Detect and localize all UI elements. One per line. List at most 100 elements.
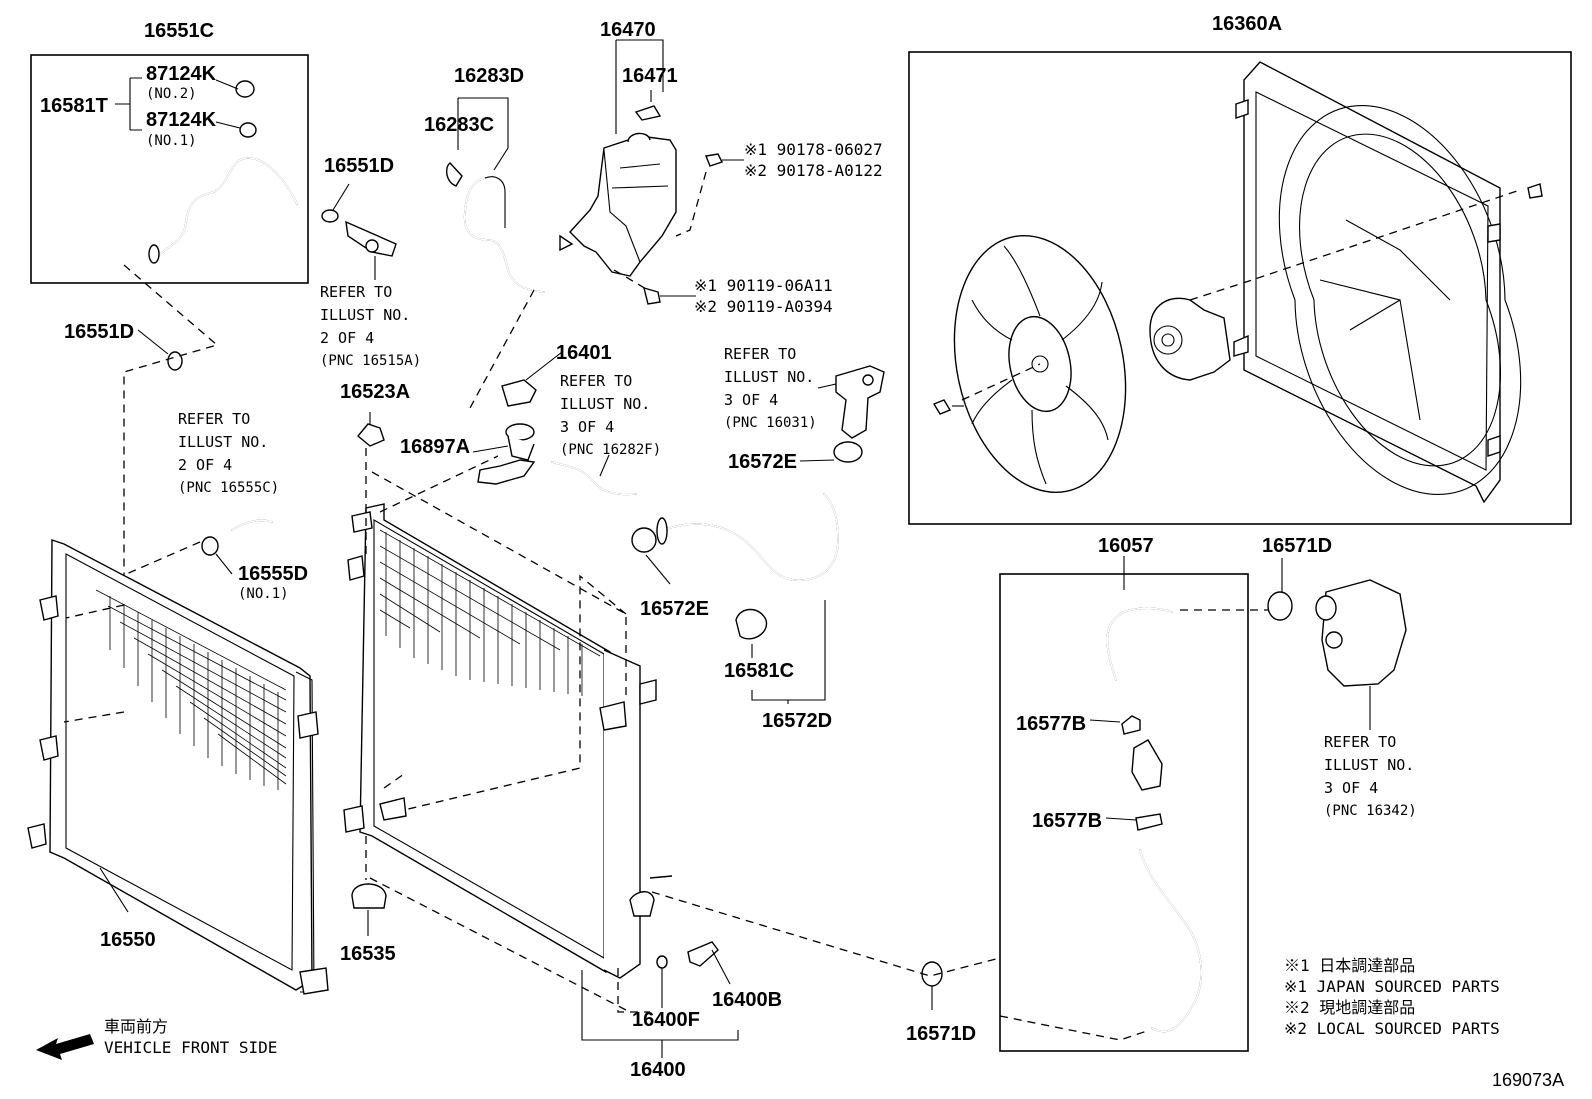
label-16571d-lower: 16571D — [906, 1023, 976, 1045]
ref4-line2: ILLUST NO. — [178, 433, 268, 451]
clamp-16577b-lower — [1135, 813, 1163, 831]
label-16283c: 16283C — [424, 114, 494, 136]
ref5-line2: ILLUST NO. — [1324, 756, 1414, 774]
label-16057: 16057 — [1098, 535, 1154, 557]
label-16535: 16535 — [340, 943, 396, 965]
clamp-16551d-lower — [167, 351, 183, 371]
label-16551d-upper: 16551D — [324, 155, 394, 177]
clamp-16571d-lower — [921, 961, 943, 987]
clamp-16572e-top — [833, 441, 863, 463]
fastener-90178-a0122: ※2 90178-A0122 — [744, 161, 883, 180]
note-87124k-no2: (NO.2) — [146, 86, 197, 102]
label-16555d: 16555D — [238, 563, 308, 585]
label-16572e-mid: 16572E — [640, 598, 709, 620]
note-87124k-no1: (NO.1) — [146, 133, 197, 149]
ref4-line4: (PNC 16555C) — [178, 480, 279, 496]
label-16401: 16401 — [556, 342, 612, 364]
label-16577b-lower: 16577B — [1032, 810, 1102, 832]
label-16897a: 16897A — [400, 436, 470, 458]
ref3-line3: 3 OF 4 — [724, 391, 778, 409]
outlet-16031 — [817, 365, 885, 439]
shroud-bolt — [1527, 183, 1543, 199]
joint-pipe — [1131, 739, 1163, 791]
condenser-16550 — [27, 539, 329, 995]
clamp-16572e-mid — [631, 527, 657, 553]
fastener-90178-06027: ※1 90178-06027 — [744, 140, 883, 159]
grommet-16523a — [357, 423, 385, 447]
drain-cock-16400b — [687, 941, 719, 967]
fastener-90119-06a11: ※1 90119-06A11 — [694, 276, 833, 295]
legend-line3: ※2 現地調達部品 — [1284, 998, 1415, 1017]
label-16550: 16550 — [100, 929, 156, 951]
ref2-line4: (PNC 16282F) — [560, 442, 661, 458]
label-16577b-upper: 16577B — [1016, 713, 1086, 735]
label-16360a: 16360A — [1212, 13, 1282, 35]
hose-end — [148, 244, 160, 264]
fan-motor — [1149, 297, 1231, 381]
ref1-line2: ILLUST NO. — [320, 306, 410, 324]
legend-line4: ※2 LOCAL SOURCED PARTS — [1284, 1019, 1500, 1038]
bolt-90178 — [675, 153, 744, 237]
label-16581c: 16581C — [724, 660, 794, 682]
label-16471: 16471 — [622, 65, 678, 87]
radiator-cap-16401 — [501, 379, 537, 407]
hose-16283d — [445, 97, 545, 293]
ref2-line2: ILLUST NO. — [560, 395, 650, 413]
ref5-line4: (PNC 16342) — [1324, 803, 1417, 819]
ref3-line4: (PNC 16031) — [724, 415, 817, 431]
label-16400: 16400 — [630, 1059, 686, 1081]
label-16581t: 16581T — [40, 95, 108, 117]
seal-16581c — [735, 608, 768, 640]
vehicle-front-en: VEHICLE FRONT SIDE — [104, 1038, 277, 1057]
o-ring-16400f — [656, 955, 668, 969]
ref3-line2: ILLUST NO. — [724, 368, 814, 386]
fan-assembly-box — [908, 51, 1572, 525]
clamp-16555d — [201, 536, 219, 556]
label-16470: 16470 — [600, 19, 656, 41]
cap-16471 — [634, 105, 662, 121]
label-16572e-top: 16572E — [728, 451, 797, 473]
fan-screw — [932, 399, 952, 415]
vehicle-front-arrow-icon — [36, 1034, 94, 1060]
label-87124k-no2: 87124K — [146, 63, 217, 85]
hose-16572d — [656, 493, 839, 581]
hose-kit-box — [30, 54, 309, 284]
ref3-line1: REFER TO — [724, 345, 796, 363]
radiator-16400 — [343, 503, 657, 979]
clamp-87124k-no2 — [235, 80, 255, 98]
fan-shroud — [1233, 61, 1522, 504]
clamp-16577b-upper — [1121, 715, 1141, 735]
diagram-id: 169073A — [1492, 1070, 1564, 1090]
label-16571d-upper: 16571D — [1262, 535, 1332, 557]
ref5-line1: REFER TO — [1324, 733, 1396, 751]
label-16283d: 16283D — [454, 65, 524, 87]
clamp-16571d-upper — [1267, 591, 1293, 621]
label-16523a: 16523A — [340, 381, 410, 403]
water-outlet-16342 — [1315, 579, 1407, 730]
reservoir-16470 — [559, 39, 677, 277]
label-16551c: 16551C — [144, 20, 214, 42]
clip-16283c — [445, 162, 463, 187]
ref1-line4: (PNC 16515A) — [320, 353, 421, 369]
connector-16551d — [321, 183, 397, 280]
ref1-line1: REFER TO — [320, 283, 392, 301]
legend-line1: ※1 日本調達部品 — [1284, 956, 1415, 975]
fastener-90119-a0394: ※2 90119-A0394 — [694, 297, 833, 316]
grommet-16535 — [351, 883, 387, 909]
label-16400f: 16400F — [632, 1009, 700, 1031]
ref5-line3: 3 OF 4 — [1324, 779, 1378, 797]
filler-neck-16897a — [472, 423, 536, 485]
ref2-line1: REFER TO — [560, 372, 632, 390]
ref4-line1: REFER TO — [178, 410, 250, 428]
clamp-87124k-no1 — [239, 122, 257, 138]
note-16555d: (NO.1) — [238, 586, 289, 602]
hose-16551c-group — [115, 77, 298, 264]
bolt-90119 — [613, 269, 696, 305]
vehicle-front-jp: 車両前方 — [104, 1017, 168, 1036]
label-16551d-lower: 16551D — [64, 321, 134, 343]
ref2-line3: 3 OF 4 — [560, 418, 614, 436]
label-16572d: 16572D — [762, 710, 832, 732]
label-87124k-no1: 87124K — [146, 109, 217, 131]
legend-line2: ※1 JAPAN SOURCED PARTS — [1284, 977, 1500, 996]
